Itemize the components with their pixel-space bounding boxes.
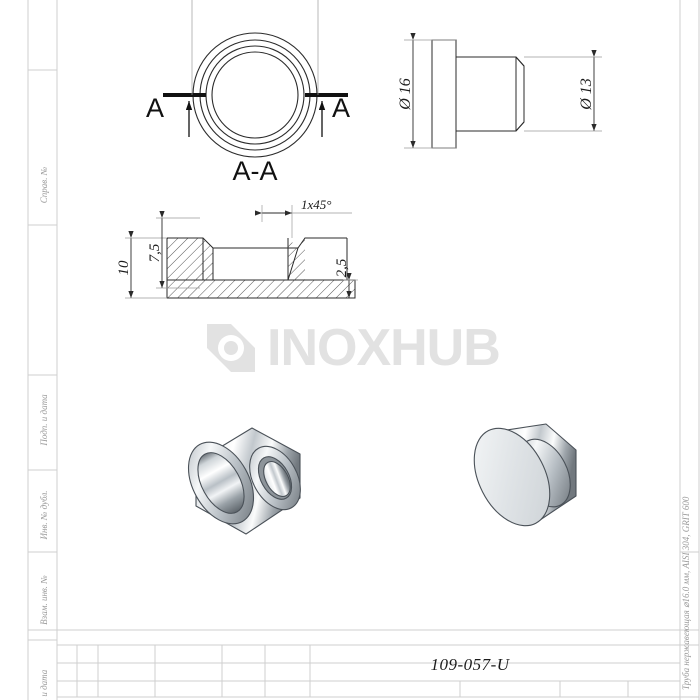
dim-flange-2-5: 2,5 <box>334 258 350 277</box>
elevation-dimensions <box>404 32 602 149</box>
margin-label-sprav: Справ. № <box>39 167 49 203</box>
section-view <box>166 237 356 299</box>
section-cut-line <box>163 0 348 137</box>
margin-label-podp-data-2: дп. и дата <box>39 669 49 700</box>
section-dimensions <box>125 205 358 299</box>
title-block-grid <box>57 644 699 698</box>
dim-diameter-13: Ø 13 <box>578 78 595 111</box>
part-number: 109-057-U <box>430 655 510 674</box>
dim-bore-7-5: 7,5 <box>147 243 163 262</box>
section-arrow-label-right: A <box>332 93 350 123</box>
section-arrow-label-left: A <box>146 93 164 123</box>
dim-diameter-16: Ø 16 <box>397 78 414 111</box>
section-title-label: A-A <box>232 156 277 186</box>
dim-overall-10: 10 <box>116 260 132 276</box>
margin-label-podp-data: Подп. и дата <box>39 394 49 447</box>
margin-label-vzam-inv: Взам. инв. № <box>39 575 49 625</box>
margin-label-inv-dubl: Инв. № дубл. <box>39 490 49 540</box>
dim-chamfer: 1x45° <box>301 197 331 212</box>
render-bushing-cap <box>473 423 577 527</box>
render-bushing-bore <box>187 427 301 535</box>
material-note: Труба нержавеющая ⌀16.0 мм, AISI 304, GR… <box>681 496 691 690</box>
